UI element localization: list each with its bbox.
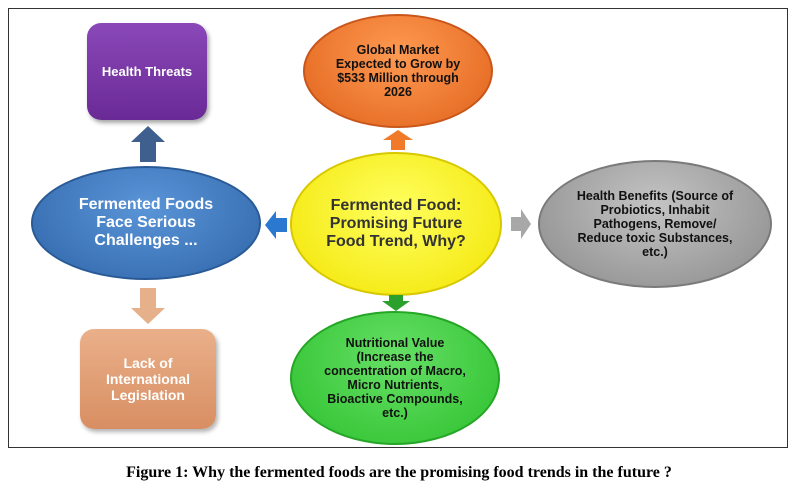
challenges-text: Fermented Foods Face Serious Challenges …: [78, 196, 214, 249]
legislation-text: Lack of International Legislation: [105, 355, 190, 403]
arrow-down-to-nutrition: [382, 295, 410, 311]
challenges-ellipse: Fermented Foods Face Serious Challenges …: [31, 166, 261, 280]
global-market-text: Global Market Expected to Grow by $533 M…: [335, 43, 461, 99]
diagram-frame: [8, 8, 788, 448]
figure-caption: Figure 1: Why the fermented foods are th…: [126, 464, 672, 481]
arrow-up-to-market: [383, 130, 413, 150]
center-ellipse: Fermented Food: Promising Future Food Tr…: [290, 152, 502, 296]
health-benefits-text: Health Benefits (Source of Probiotics, I…: [576, 189, 734, 259]
nutrition-text: Nutritional Value (Increase the concentr…: [324, 336, 466, 420]
legislation-box: Lack of International Legislation: [80, 329, 216, 429]
arrow-right-to-benefits: [511, 209, 531, 239]
nutrition-ellipse: Nutritional Value (Increase the concentr…: [290, 311, 500, 445]
health-benefits-ellipse: Health Benefits (Source of Probiotics, I…: [538, 160, 772, 288]
arrow-left-to-challenges: [265, 211, 287, 239]
arrow-down-to-legislation: [131, 288, 165, 324]
health-threats-box: Health Threats: [87, 23, 207, 120]
center-text: Fermented Food: Promising Future Food Tr…: [326, 197, 466, 250]
health-threats-text: Health Threats: [101, 64, 193, 79]
arrow-up-to-threats: [131, 126, 165, 162]
global-market-ellipse: Global Market Expected to Grow by $533 M…: [303, 14, 493, 128]
